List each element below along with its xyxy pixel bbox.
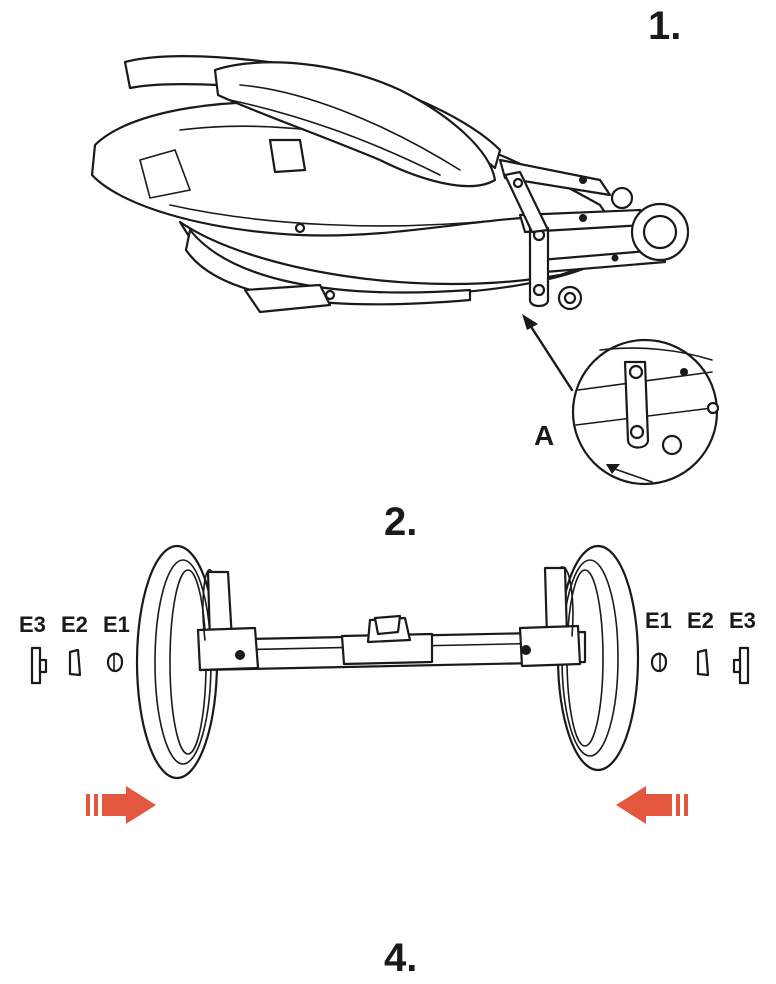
part-e1-right [650, 652, 668, 673]
part-e3-right [732, 646, 750, 685]
lever-detail-closeup [575, 347, 720, 483]
part-e1-left [106, 652, 124, 673]
part-label-e3-left: E3 [19, 612, 46, 637]
part-label-e1-left: E1 [103, 612, 130, 637]
part-e2-left [68, 648, 82, 677]
part-e3-left [30, 646, 48, 685]
step-number-1: 1. [648, 4, 682, 48]
part-label-e3-right: E3 [729, 608, 756, 633]
step-number-4: 4. [384, 936, 418, 980]
part-e2-right [696, 648, 710, 677]
detail-label-a: A [534, 420, 555, 451]
step-number-2: 2. [384, 500, 418, 544]
part-label-e2-left: E2 [61, 612, 88, 637]
part-label-e2-right: E2 [687, 608, 714, 633]
double-arrow-left-icon [616, 786, 688, 824]
part-label-e1-right: E1 [645, 608, 672, 633]
double-arrow-right-icon [86, 786, 156, 824]
